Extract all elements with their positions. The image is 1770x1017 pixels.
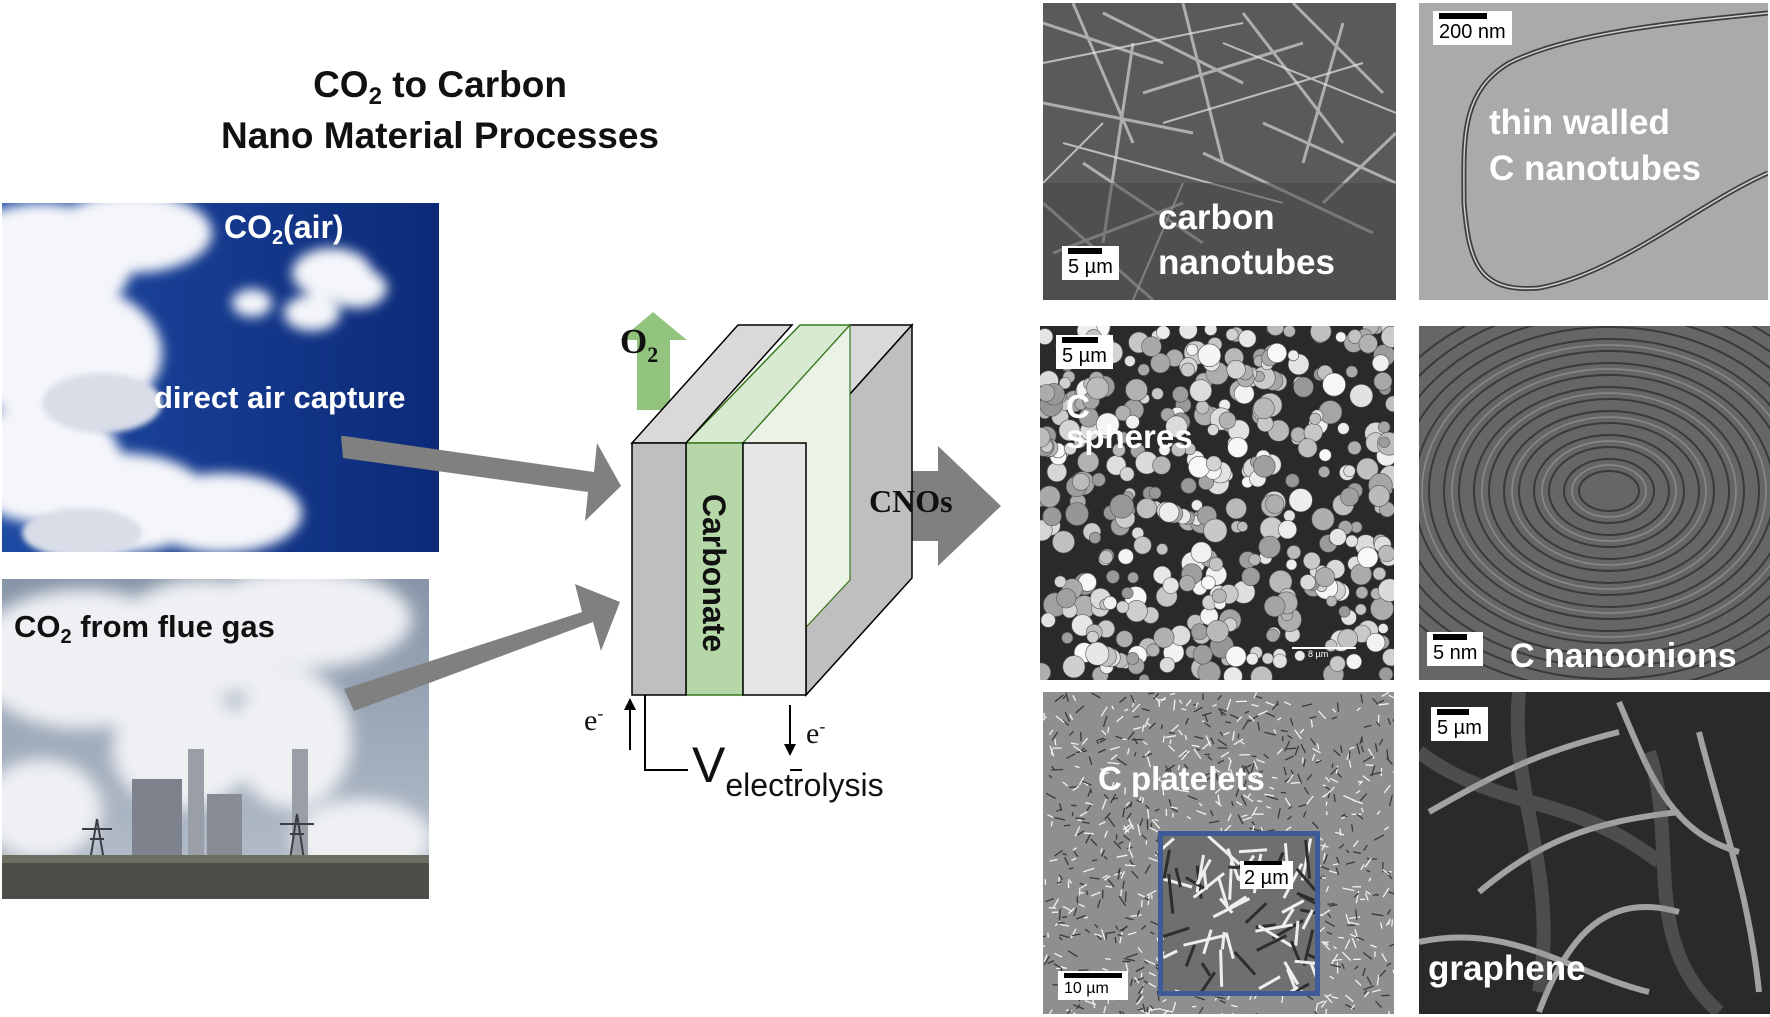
platelets-label: C platelets	[1098, 760, 1265, 797]
onion-texture	[1419, 326, 1770, 680]
inset-scale-bar: 2 µm	[1240, 861, 1293, 889]
power-plant-image	[2, 579, 429, 899]
sphere-texture	[1040, 326, 1394, 680]
circuit-wire	[644, 695, 688, 771]
flue-to-cell-arrow	[344, 584, 620, 711]
title-line-1: CO2 to Carbon	[313, 64, 567, 110]
platelets-inset: 2 µm	[1158, 831, 1320, 996]
graphene-micrograph: graphene 5 µm	[1419, 692, 1770, 1014]
graphene-texture	[1419, 692, 1770, 1014]
nanoonions-label: C nanoonions	[1510, 637, 1737, 675]
electron-left-label: e-	[584, 703, 604, 737]
onions-scale-bar: 5 nm	[1427, 632, 1484, 666]
spheres-scale-bar: 5 µm	[1056, 335, 1113, 369]
carbon-nanoonions-micrograph: C nanoonions 5 nm	[1419, 326, 1770, 680]
flue-gas-photo: CO2 from flue gas	[2, 579, 429, 899]
air-photo: CO2(air) direct air capture	[2, 203, 439, 552]
graphene-scale-bar: 5 µm	[1431, 707, 1488, 741]
platelets-scale-bar: 10 µm	[1058, 971, 1128, 1000]
inset-texture	[1163, 836, 1315, 991]
electron-up-arrowhead	[624, 698, 636, 710]
thin-tube-texture	[1419, 3, 1768, 300]
air-source-label: CO2(air)	[224, 209, 344, 249]
anode-plate-front	[631, 442, 687, 696]
title-line-2: Nano Material Processes	[220, 115, 660, 156]
electrolysis-cell	[620, 312, 914, 771]
electron-right-label: e-	[806, 716, 826, 750]
graphene-label: graphene	[1428, 949, 1586, 988]
spheres-inner-scale: 8 µm	[1292, 647, 1356, 659]
flue-gas-label: CO2 from flue gas	[14, 609, 275, 648]
direct-air-capture-label: direct air capture	[154, 380, 406, 415]
o2-arrow	[620, 312, 687, 410]
carbon-platelets-micrograph: C platelets 2 µm 10 µm	[1043, 692, 1394, 1014]
o2-label: O2	[620, 322, 659, 367]
cnos-label: CNOs	[869, 483, 953, 519]
sky-clouds-image	[2, 203, 439, 552]
cnt-scale-bar: 5 µm	[1062, 246, 1119, 280]
air-to-cell-arrow	[341, 436, 621, 521]
thin-scale-bar: 200 nm	[1433, 11, 1512, 45]
cathode-plate-front	[742, 442, 807, 696]
voltage-label: Velectrolysis	[692, 737, 884, 803]
electron-down-arrowhead	[784, 744, 796, 756]
carbonate-label: Carbonate	[696, 493, 732, 653]
page-title: CO2 to Carbon Nano Material Processes	[150, 62, 730, 159]
